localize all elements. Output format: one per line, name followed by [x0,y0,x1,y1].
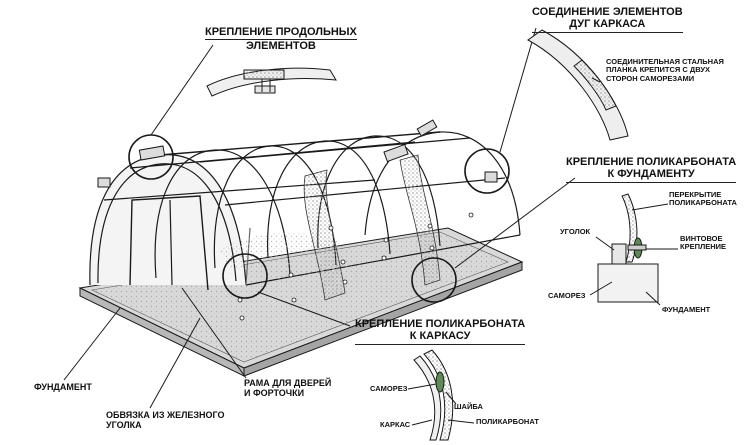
binding-label-line2: УГОЛКА [106,420,142,431]
inset-frame-mount [407,349,475,441]
frame-screw-label: САМОРЕЗ [370,384,408,393]
arc-joint-note-line1: СОЕДИНИТЕЛЬНАЯ СТАЛЬНАЯ [606,57,724,66]
polycarbonate-label: ПОЛИКАРБОНАТ [476,417,539,426]
door-frame-label-line2: И ФОРТОЧКИ [244,388,305,399]
overlap-label: ПЕРЕКРЫТИЕ ПОЛИКАРБОНАТА [669,190,737,208]
arc-joint-title-line2: ДУГ КАРКАСА [532,18,683,32]
arc-joint-note-line3: СТОРОН САМОРЕЗАМИ [606,73,695,83]
foundation-mount-title-line1: КРЕПЛЕНИЕ ПОЛИКАРБОНАТА [566,156,737,168]
inset-arc-joint [527,29,629,141]
screw-dots [237,212,474,321]
inset-longitudinal-mount [206,67,337,97]
screw-mount-label-line1: ВИНТОВОЕ [680,234,723,243]
foundation-inset-label: ФУНДАМЕНТ [662,305,711,314]
arc-joint-title: СОЕДИНЕНИЕ ЭЛЕМЕНТОВ ДУГ КАРКАСА [532,6,683,33]
polycarbonate-strips [220,154,441,301]
overlap-label-line1: ПЕРЕКРЫТИЕ [669,190,722,199]
arc-joint-title-line1: СОЕДИНЕНИЕ ЭЛЕМЕНТОВ [532,6,683,18]
washer-label: ШАЙБА [454,402,483,411]
foundation-mount-title-line2: К ФУНДАМЕНТУ [566,168,736,182]
door-frame-label: РАМА ДЛЯ ДВЕРЕЙ И ФОРТОЧКИ [244,378,331,398]
binding-label-line1: ОБВЯЗКА ИЗ ЖЕЛЕЗНОГО [106,410,225,420]
longitudinal-mount-title-line2: ЭЛЕМЕНТОВ [246,40,316,53]
foundation-main-label: ФУНДАМЕНТ [34,382,92,392]
foundation-screw-label: САМОРЕЗ [548,291,586,300]
overlap-label-line2: ПОЛИКАРБОНАТА [669,198,737,208]
binding-label: ОБВЯЗКА ИЗ ЖЕЛЕЗНОГО УГОЛКА [106,410,225,430]
foundation-mount-title: КРЕПЛЕНИЕ ПОЛИКАРБОНАТА К ФУНДАМЕНТУ [566,156,736,183]
screw-mount-label-line2: КРЕПЛЕНИЕ [680,242,727,252]
door-frame-label-line1: РАМА ДЛЯ ДВЕРЕЙ [244,378,332,388]
longitudinal-mount-title: КРЕПЛЕНИЕ ПРОДОЛЬНЫХ ЭЛЕМЕНТОВ [205,26,357,53]
roof-brackets [97,119,498,188]
longitudinal-mount-title-line1: КРЕПЛЕНИЕ ПРОДОЛЬНЫХ [205,26,357,40]
inset-foundation-mount [589,193,678,306]
frame-label: КАРКАС [380,420,411,429]
screw-mount-label: ВИНТОВОЕ КРЕПЛЕНИЕ [680,234,727,252]
leader-lines [63,27,576,409]
frame-mount-title-line2: К КАРКАСУ [355,330,525,344]
angle-label: УГОЛОК [560,227,591,236]
arc-joint-note-line2: ПЛАНКА КРЕПИТСЯ С ДВУХ [606,65,711,75]
frame-mount-title-line1: КРЕПЛЕНИЕ ПОЛИКАРБОНАТА [355,318,526,330]
frame-mount-title: КРЕПЛЕНИЕ ПОЛИКАРБОНАТА К КАРКАСУ [355,318,525,345]
arc-joint-note: СОЕДИНИТЕЛЬНАЯ СТАЛЬНАЯ ПЛАНКА КРЕПИТСЯ … [606,57,724,83]
detail-circles [128,134,510,303]
